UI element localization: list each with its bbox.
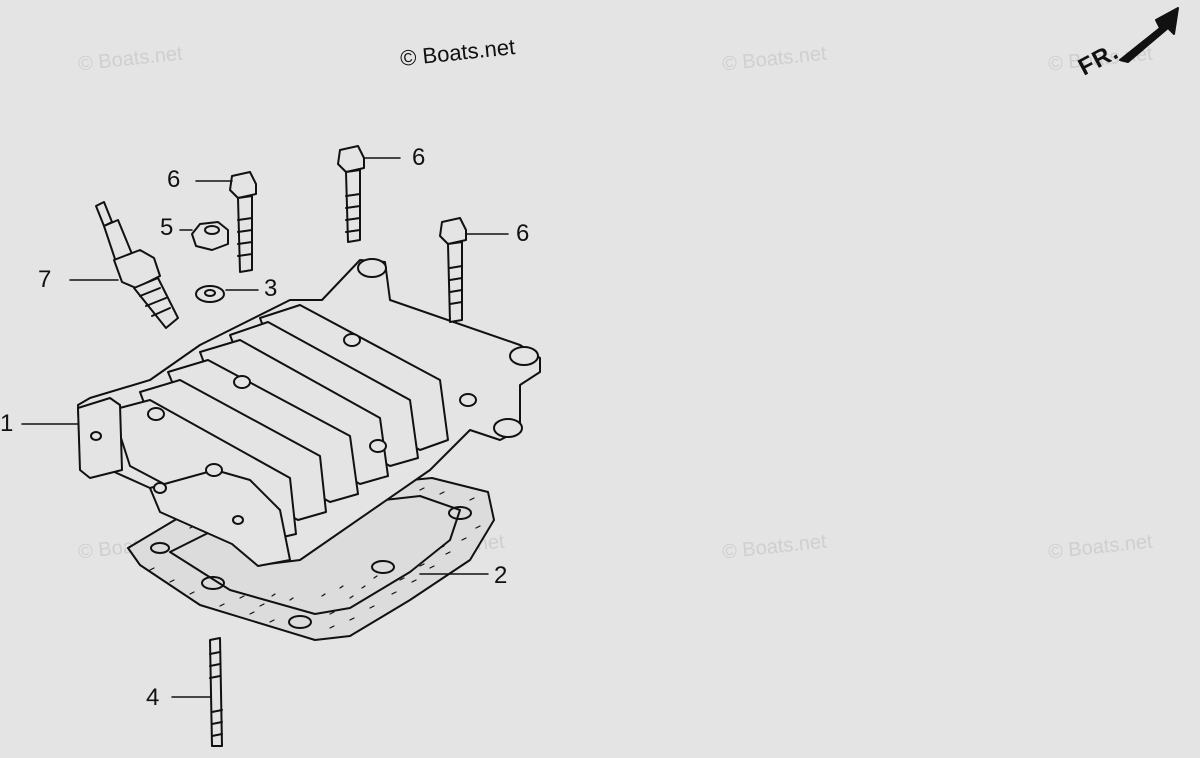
- washer: [195, 285, 225, 303]
- stud-bolt: [209, 637, 223, 747]
- callout-6-left: 6: [167, 166, 181, 193]
- callout-6-right: 6: [516, 220, 530, 247]
- callout-1: 1: [0, 410, 14, 437]
- callout-2: 2: [494, 562, 508, 589]
- callout-7: 7: [38, 266, 52, 293]
- front-arrow-icon: [1119, 7, 1179, 63]
- spark-plug: [95, 201, 179, 329]
- flange-nut: [191, 221, 229, 251]
- bolt-left: [229, 171, 257, 273]
- callout-5: 5: [160, 214, 174, 241]
- cylinder-head: [77, 258, 541, 567]
- callout-3: 3: [264, 275, 278, 302]
- callout-6-center: 6: [412, 144, 426, 171]
- callout-4: 4: [146, 684, 160, 711]
- leader-lines: [21, 157, 509, 698]
- bolt-right: [439, 217, 467, 323]
- bolt-center: [337, 145, 365, 243]
